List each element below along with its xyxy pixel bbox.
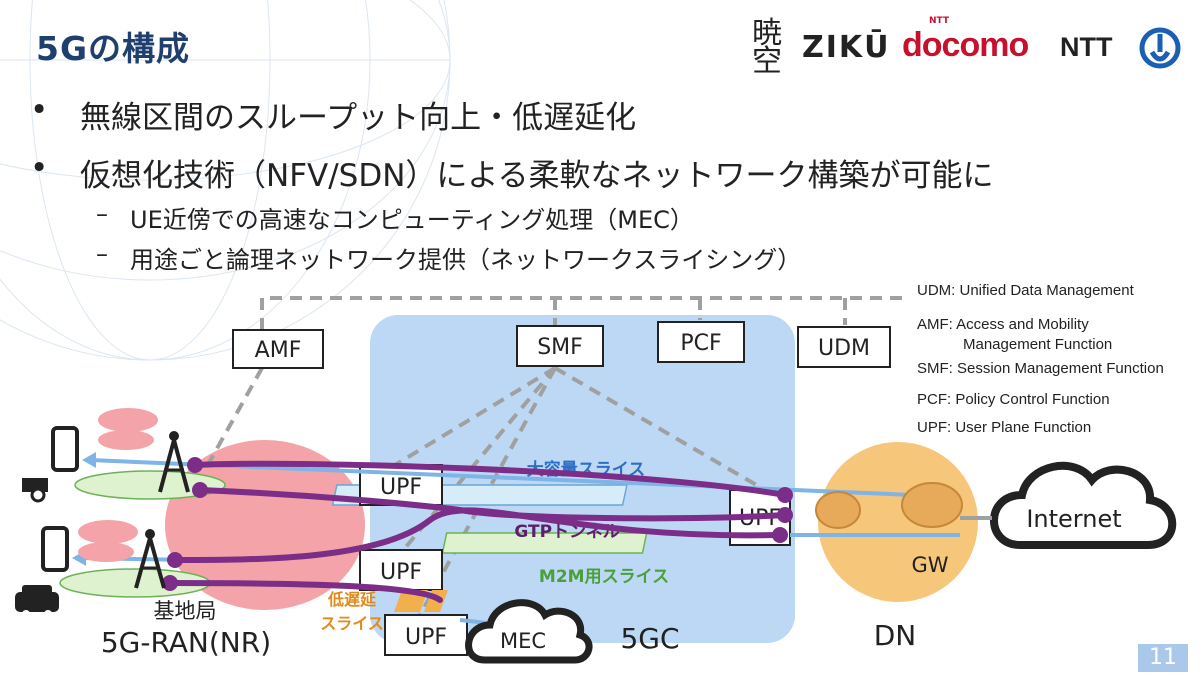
- low-latency-label-1: 低遅延: [327, 590, 377, 609]
- smartphone-icon-2: [41, 526, 69, 572]
- sub-bullet-text: UE近傍での高速なコンピューティング処理（MEC）: [130, 206, 694, 234]
- legend-pcf: PCF: Policy Control Function: [917, 391, 1110, 408]
- upf-box-2: [359, 549, 443, 591]
- upf-label-2: UPF: [380, 560, 422, 585]
- legend-udm: UDM: Unified Data Management: [917, 282, 1134, 299]
- internet-cloud-icon: [990, 461, 1177, 549]
- pcf-label: PCF: [680, 331, 721, 356]
- bullet-mark: •: [30, 150, 49, 186]
- ran-label: 5G-RAN(NR): [101, 626, 271, 659]
- bullet-text: 無線区間のスループット向上・低遅延化: [80, 100, 637, 136]
- ntt-logo: NTT: [1060, 32, 1113, 62]
- low-latency-label-2: スライス: [320, 614, 384, 633]
- m2m-slice-tube: [441, 532, 648, 554]
- core-label: 5GC: [620, 622, 679, 655]
- pcf-box: [657, 321, 745, 363]
- car-icon: [15, 585, 59, 618]
- upf-label-1: UPF: [380, 475, 422, 500]
- ziku-logo-mark: 暁空: [752, 16, 782, 79]
- antenna-icon-2: [78, 520, 166, 589]
- upf-box-3: [384, 614, 468, 656]
- legend-amf-cont: Management Function: [963, 336, 1113, 353]
- router-icon-2: [901, 482, 963, 528]
- udm-label: UDM: [818, 336, 870, 361]
- router-icon-1: [815, 491, 861, 529]
- dn-label: DN: [874, 619, 917, 652]
- camera-icon: [22, 478, 48, 503]
- gtp-tunnel-path-3: [172, 507, 783, 563]
- upf-label-3: UPF: [405, 625, 447, 650]
- gtp-tunnel-path-4: [167, 580, 443, 603]
- base-station-label: 基地局: [154, 599, 217, 623]
- mec-cloud-icon: [465, 599, 593, 664]
- gtp-tunnel-path-1: [192, 460, 788, 498]
- udm-box: [797, 326, 891, 368]
- internet-label: Internet: [1026, 505, 1121, 533]
- flow-arrowhead-left-1: [82, 452, 96, 468]
- amf-label: AMF: [255, 338, 302, 363]
- sub-bullet-mark: –: [96, 200, 108, 228]
- docomo-logo: docomo: [902, 26, 1029, 64]
- smartphone-icon-1: [51, 426, 79, 472]
- bullet-mark: •: [30, 92, 49, 128]
- dn-region: [818, 442, 978, 602]
- legend-upf: UPF: User Plane Function: [917, 419, 1092, 436]
- gw-label: GW: [911, 553, 948, 577]
- sub-bullet-text: 用途ごと論理ネットワーク提供（ネットワークスライシング）: [130, 246, 802, 274]
- amf-box: [232, 329, 324, 369]
- docomo-logo-ntt: NTT: [929, 16, 950, 26]
- ntt-emblem-icon: [1139, 27, 1181, 69]
- bullet-text: 仮想化技術（NFV/SDN）による柔軟なネットワーク構築が可能に: [80, 158, 994, 194]
- smf-box: [516, 325, 604, 367]
- m2m-slice-label: M2M用スライス: [539, 567, 669, 587]
- smf-label: SMF: [537, 335, 583, 360]
- mec-label: MEC: [500, 629, 546, 653]
- slide-title: 5Gの構成: [36, 29, 191, 68]
- legend-smf: SMF: Session Management Function: [917, 360, 1164, 377]
- page-number: 11: [1138, 644, 1188, 672]
- antenna-icon-1: [98, 408, 190, 493]
- ziku-logo: ZIKŪ: [802, 30, 891, 65]
- sub-bullet-mark: –: [96, 240, 108, 268]
- legend-amf: AMF: Access and Mobility: [917, 316, 1089, 333]
